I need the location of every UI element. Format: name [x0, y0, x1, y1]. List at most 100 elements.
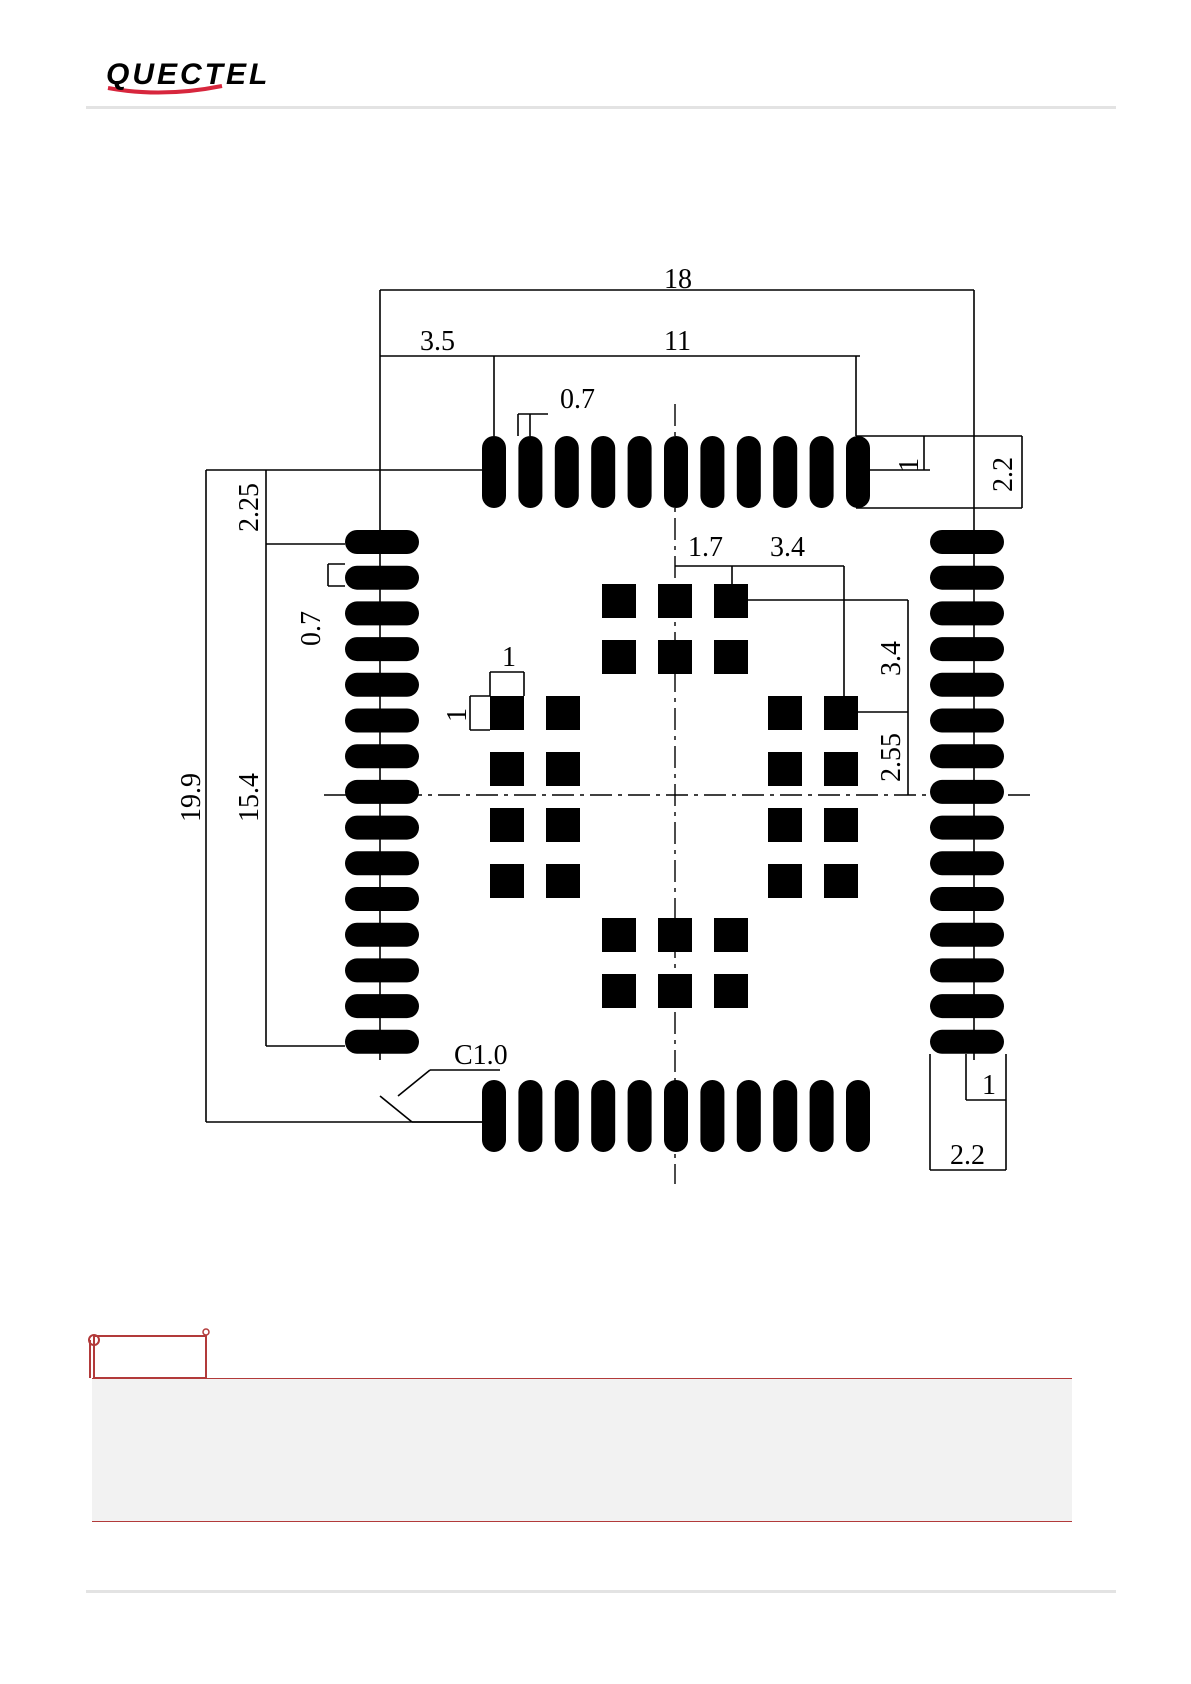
right-pad	[930, 994, 1004, 1018]
dim-pad-pitch-left: 0.7	[296, 611, 327, 646]
footer-rule	[86, 1590, 1116, 1593]
top-pad	[810, 436, 834, 508]
dim-inner-offset-vertical: 2.55	[876, 733, 907, 782]
right-pad	[930, 887, 1004, 911]
thermal-pad	[824, 696, 858, 730]
bottom-pad	[664, 1080, 688, 1152]
left-pad	[345, 780, 419, 804]
left-pad	[345, 887, 419, 911]
thermal-pad	[546, 864, 580, 898]
dim-left-offset: 3.5	[420, 326, 455, 357]
dim-top-pitch-center: 11	[664, 326, 691, 357]
top-pad	[846, 436, 870, 508]
thermal-pad	[714, 974, 748, 1008]
dim-inner-pitch-1: 1.7	[688, 532, 723, 563]
thermal-pad	[602, 640, 636, 674]
dim-pad-height-top: 1	[894, 458, 925, 472]
left-pad	[345, 601, 419, 625]
thermal-pad	[602, 918, 636, 952]
top-pad	[555, 436, 579, 508]
right-pad	[930, 923, 1004, 947]
left-pad	[345, 566, 419, 590]
right-pad	[930, 530, 1004, 554]
thermal-pad	[602, 584, 636, 618]
thermal-pad	[768, 696, 802, 730]
dim-top-offset: 2.25	[234, 483, 265, 532]
thermal-pad	[490, 808, 524, 842]
bottom-pad	[518, 1080, 542, 1152]
thermal-pad	[768, 808, 802, 842]
left-pad	[345, 673, 419, 697]
right-pad	[930, 958, 1004, 982]
dim-bottom-pad-len: 2.2	[950, 1140, 985, 1171]
thermal-pad	[546, 696, 580, 730]
dim-inner-pad-w: 1	[502, 642, 516, 673]
dim-overall-width: 18	[664, 264, 692, 295]
dim-top-pad-length: 2.2	[988, 457, 1019, 492]
left-pad	[345, 709, 419, 733]
right-pad	[930, 637, 1004, 661]
right-pad	[930, 673, 1004, 697]
bottom-pad	[591, 1080, 615, 1152]
right-pad	[930, 780, 1004, 804]
thermal-pad	[824, 752, 858, 786]
top-pad	[664, 436, 688, 508]
top-pad	[700, 436, 724, 508]
top-pad	[628, 436, 652, 508]
dimension-line	[380, 1096, 412, 1122]
thermal-pad	[490, 752, 524, 786]
center-lines	[324, 404, 1030, 1184]
dim-side-span: 15.4	[234, 773, 265, 822]
thermal-pad	[602, 974, 636, 1008]
left-pad	[345, 994, 419, 1018]
right-pad	[930, 851, 1004, 875]
dim-chamfer: C1.0	[454, 1040, 508, 1071]
dimension-line	[398, 1070, 430, 1096]
left-pad	[345, 637, 419, 661]
right-pad	[930, 601, 1004, 625]
left-pad	[345, 851, 419, 875]
dim-inner-vertical: 3.4	[876, 641, 907, 676]
dimension-lines	[206, 290, 1022, 1170]
bottom-pad	[773, 1080, 797, 1152]
thermal-pad	[768, 752, 802, 786]
dim-inner-pitch-2: 3.4	[770, 532, 805, 563]
bottom-pad	[700, 1080, 724, 1152]
bottom-pad	[846, 1080, 870, 1152]
thermal-pad	[546, 808, 580, 842]
left-pad	[345, 816, 419, 840]
right-pad	[930, 744, 1004, 768]
top-pad	[591, 436, 615, 508]
thermal-pad	[490, 696, 524, 730]
thermal-pad	[824, 808, 858, 842]
dim-bottom-pad-w: 1	[982, 1070, 996, 1101]
bottom-pad	[555, 1080, 579, 1152]
thermal-pad	[768, 864, 802, 898]
right-pad	[930, 816, 1004, 840]
bottom-pad	[482, 1080, 506, 1152]
bottom-pad	[810, 1080, 834, 1152]
left-pad	[345, 923, 419, 947]
thermal-pad	[824, 864, 858, 898]
thermal-pad	[714, 640, 748, 674]
left-pad	[345, 530, 419, 554]
bottom-pad	[737, 1080, 761, 1152]
top-pad	[737, 436, 761, 508]
right-pad	[930, 1030, 1004, 1054]
thermal-pad	[546, 752, 580, 786]
note-scroll-icon	[86, 1318, 216, 1387]
top-pad	[518, 436, 542, 508]
left-pad	[345, 1030, 419, 1054]
right-pad	[930, 566, 1004, 590]
dim-inner-pad-h: 1	[442, 708, 473, 722]
bottom-pad	[628, 1080, 652, 1152]
dim-overall-height: 19.9	[176, 773, 207, 822]
thermal-pad	[490, 864, 524, 898]
thermal-pad	[714, 584, 748, 618]
top-pad	[773, 436, 797, 508]
top-pad	[482, 436, 506, 508]
dim-pad-pitch-top: 0.7	[560, 384, 595, 415]
left-pad	[345, 744, 419, 768]
left-pad	[345, 958, 419, 982]
right-pad	[930, 709, 1004, 733]
